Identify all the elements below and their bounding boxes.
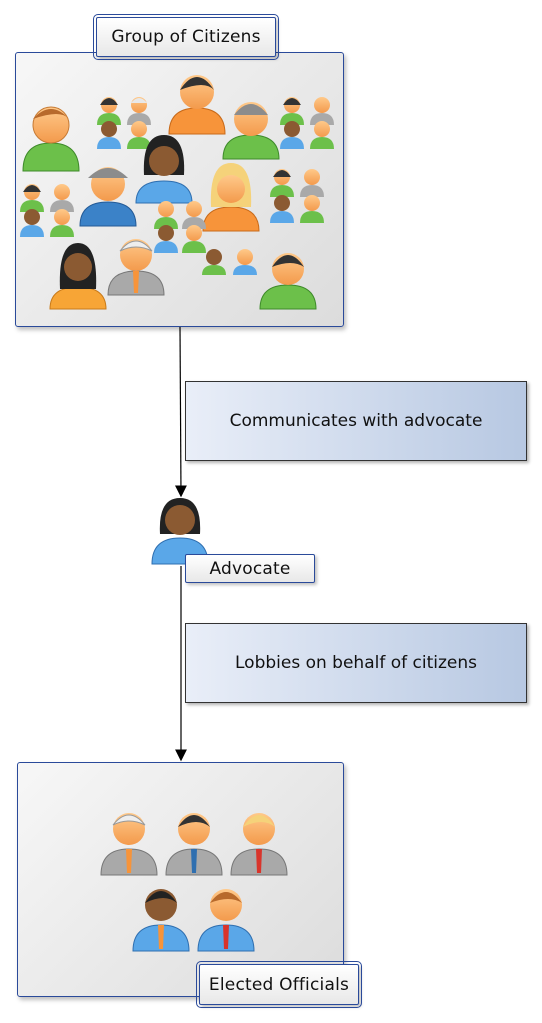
officials-panel[interactable] <box>17 762 344 997</box>
citizen-person-icon <box>259 253 317 310</box>
officials-people-icons <box>100 813 288 952</box>
edge-label-communicates: Communicates with advocate <box>185 381 527 461</box>
citizen-person-icon <box>182 225 206 253</box>
citizen-person-icon <box>97 97 121 125</box>
official-person-icon <box>165 813 223 876</box>
citizens-label: Group of Citizens <box>93 14 279 60</box>
connector-citizens-advocate <box>174 326 187 498</box>
citizen-person-icon <box>20 184 44 212</box>
citizen-person-icon <box>97 121 121 149</box>
citizen-person-icon <box>300 169 324 197</box>
official-person-icon <box>230 813 288 876</box>
citizen-person-icon <box>50 184 74 212</box>
citizen-person-icon <box>310 97 334 125</box>
citizen-person-icon <box>79 167 137 227</box>
citizen-person-icon <box>20 209 44 237</box>
citizen-person-icon <box>22 106 80 172</box>
citizen-person-icon <box>233 249 257 275</box>
citizen-person-icon <box>50 209 74 237</box>
citizen-person-icon <box>127 97 151 125</box>
citizen-person-icon <box>202 249 226 275</box>
citizen-person-icon <box>168 75 226 135</box>
citizen-person-icon <box>107 239 165 296</box>
citizen-person-icon <box>154 201 178 229</box>
citizen-person-icon <box>280 121 304 149</box>
edge-label-lobbies: Lobbies on behalf of citizens <box>185 623 527 703</box>
citizens-people-icons <box>20 75 334 310</box>
citizen-person-icon <box>154 225 178 253</box>
official-person-icon <box>132 889 190 952</box>
citizen-person-icon <box>127 121 151 149</box>
citizen-person-icon <box>280 97 304 125</box>
citizen-person-icon <box>310 121 334 149</box>
citizen-person-icon <box>270 195 294 223</box>
official-person-icon <box>100 813 158 876</box>
citizens-panel[interactable] <box>15 52 344 327</box>
citizen-person-icon <box>182 201 206 229</box>
citizen-person-icon <box>270 169 294 197</box>
citizen-person-icon <box>222 102 280 160</box>
citizen-person-icon <box>135 135 193 204</box>
officials-label: Elected Officials <box>196 961 362 1008</box>
citizen-person-icon <box>300 195 324 223</box>
advocate-label: Advocate <box>185 554 315 583</box>
citizen-person-icon <box>49 243 107 310</box>
citizen-person-icon <box>202 163 260 232</box>
official-person-icon <box>197 889 255 952</box>
